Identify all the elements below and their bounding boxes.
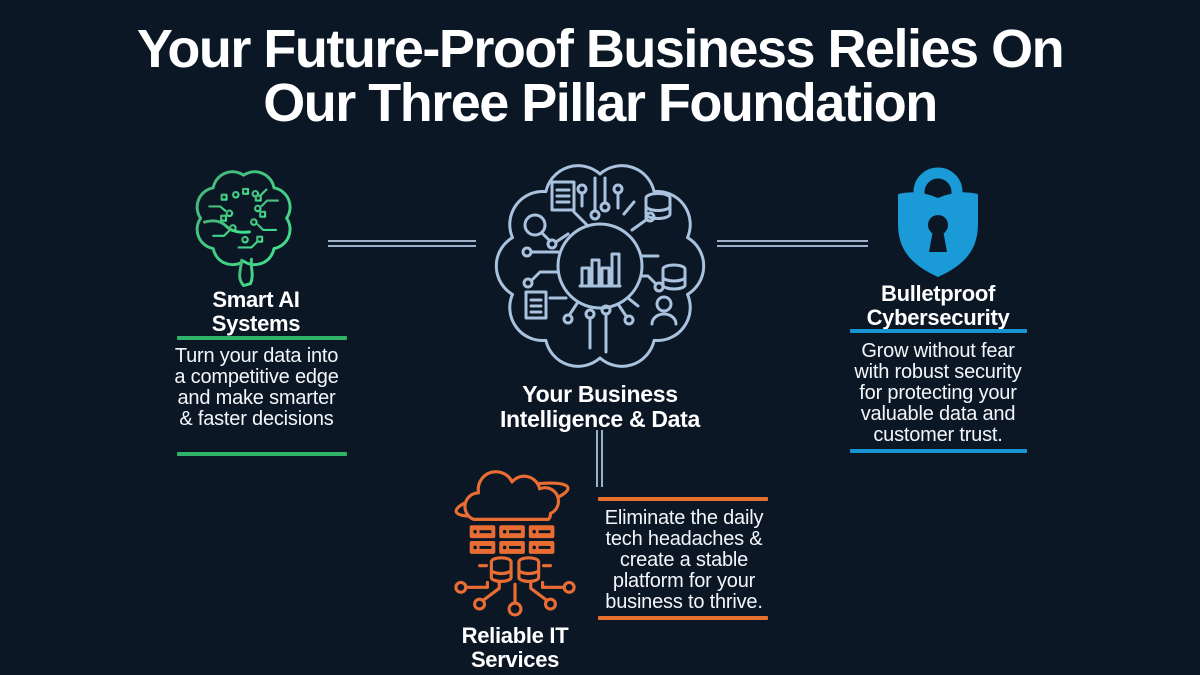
pillar-ai-body: Turn your data into a competitive edge a… [174,345,339,430]
pillar-security-divider-bottom [850,449,1027,453]
pillar-ai-heading: Smart AI Systems [211,287,301,336]
connector-bottom [596,430,603,487]
pillar-ai-divider-top [177,336,347,340]
circuit-brain-data-icon [478,152,722,380]
pillar-ai-divider-bottom [177,452,347,456]
pillar-security-divider-top [850,329,1027,333]
cloud-server-icon [450,466,580,622]
shield-lock-icon [896,148,980,280]
pillar-it-body: Eliminate the daily tech headaches & cre… [604,507,764,613]
pillar-security-heading: Bulletproof Cybersecurity [866,281,1010,330]
page-title-line1: Your Future-Proof Business Relies On [136,19,1065,79]
pillar-it-divider-bottom [598,616,768,620]
circuit-brain-icon [185,160,310,292]
pillar-security-body: Grow without fear with robust security f… [854,340,1022,446]
pillar-it-heading: Reliable IT Services [461,623,569,672]
center-label: Your Business Intelligence & Data [499,381,701,432]
page-title-line2: Our Three Pillar Foundation [263,73,938,133]
connector-left [328,240,476,247]
pillar-it-divider-top [598,497,768,501]
connector-right [717,240,868,247]
